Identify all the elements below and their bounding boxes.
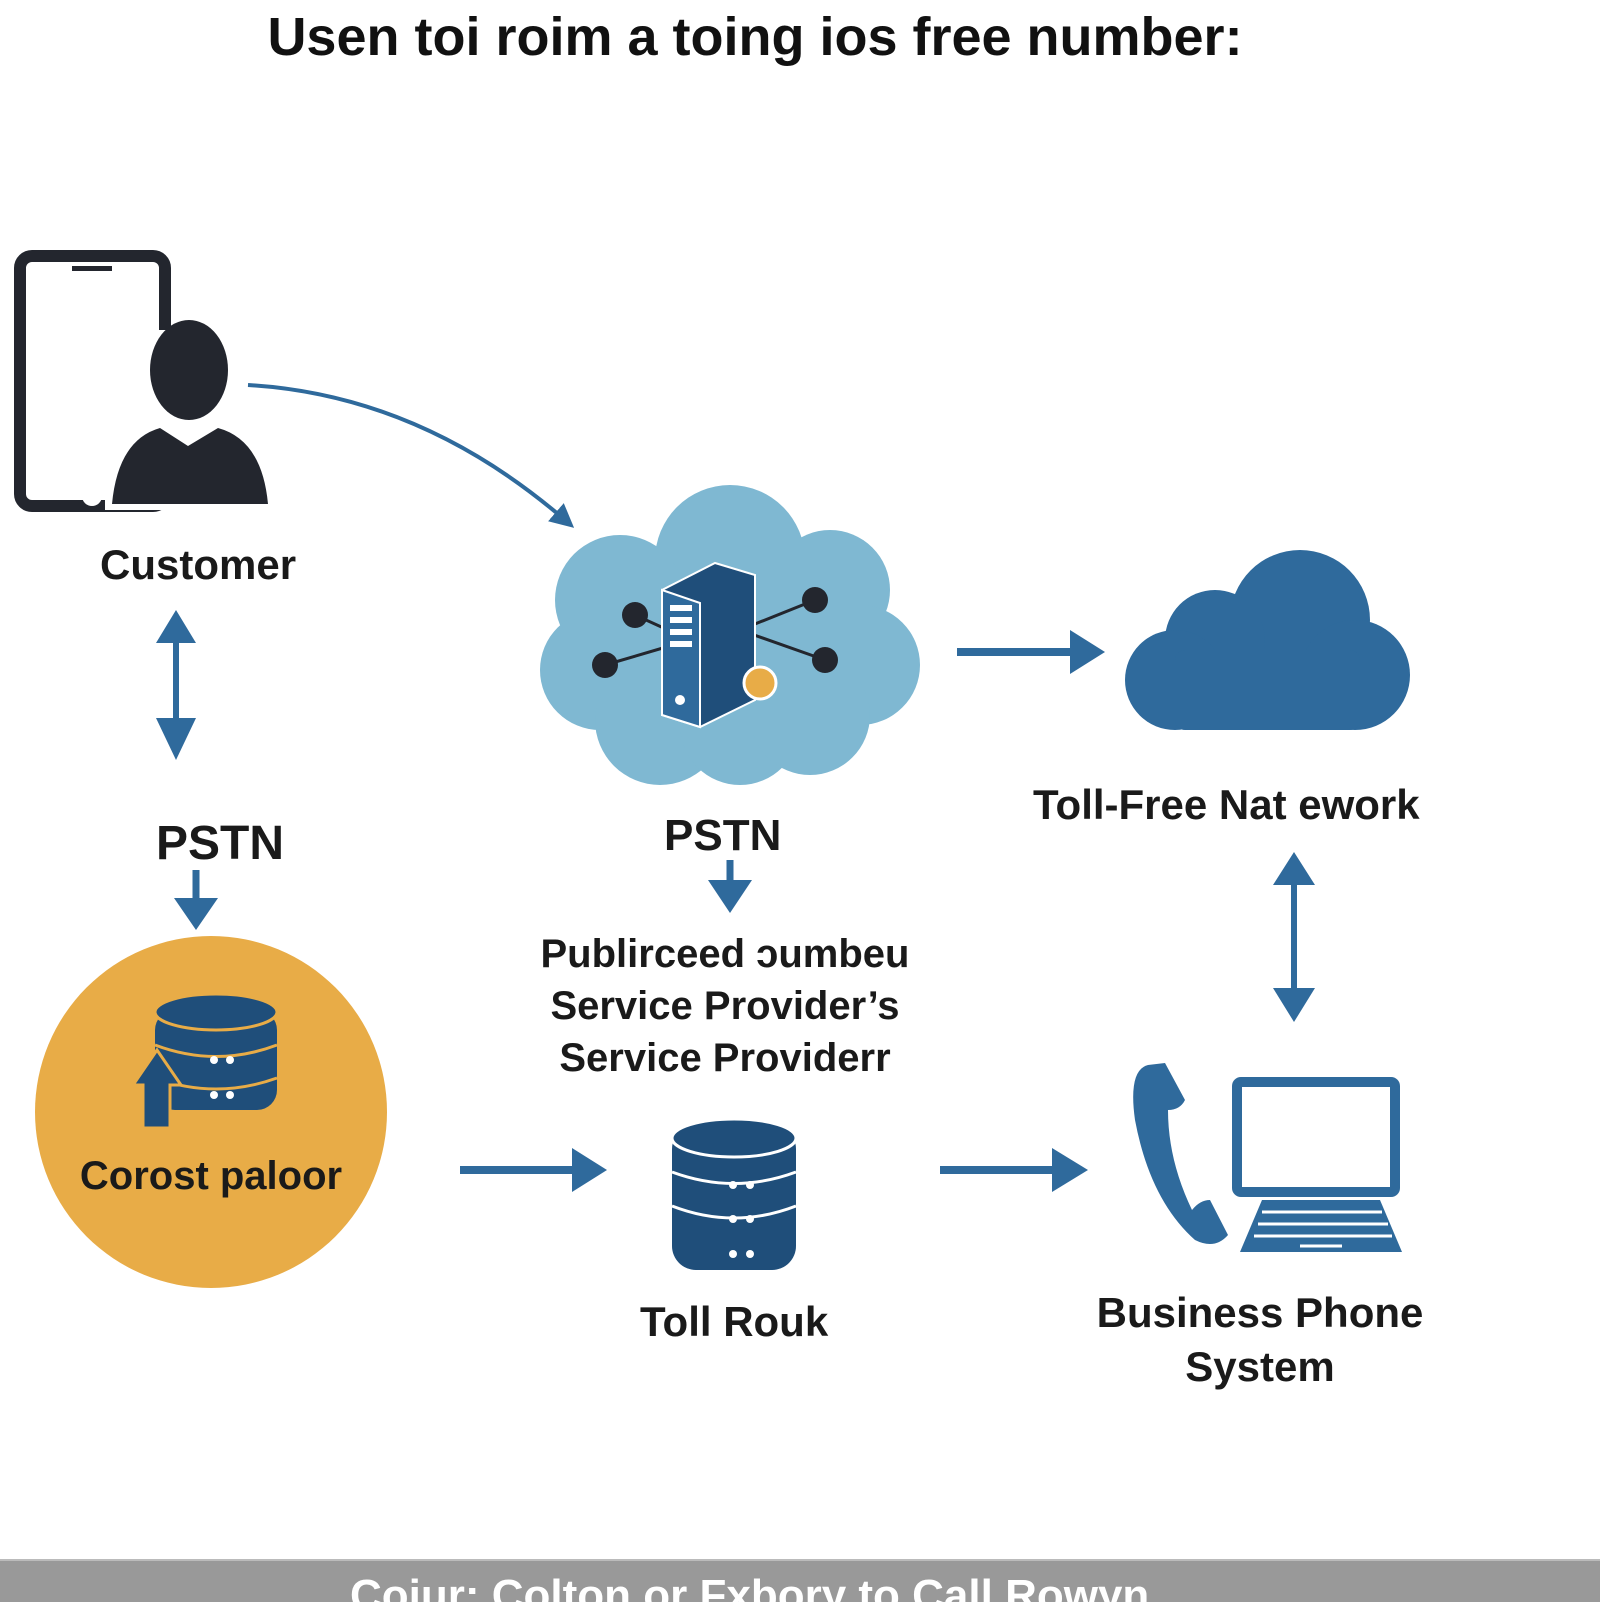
arrow-pstn-down-left — [174, 870, 218, 930]
cloud-icon — [1125, 550, 1410, 730]
upload-arrow-icon — [130, 1047, 184, 1130]
arrow-corost-to-tollrouk — [460, 1148, 607, 1192]
corost-paloor-node — [35, 936, 387, 1288]
arrow-customer-to-pstn — [247, 383, 575, 528]
footer-text: Coiur: Colton or Fxbory to Call Rowyn — [350, 1571, 1150, 1602]
arrow-tollfree-business-bidirectional — [1273, 852, 1315, 1022]
phone-handset-icon — [1133, 1063, 1228, 1244]
arrow-tollrouk-to-business — [940, 1148, 1088, 1192]
laptop-icon — [1232, 1077, 1402, 1252]
customer-label: Customer — [100, 541, 297, 588]
arrow-customer-pstn-bidirectional — [156, 610, 196, 760]
business-phone-line-1: Business Phone — [1096, 1289, 1424, 1336]
provider-line-2: Service Provider’s — [550, 984, 900, 1028]
pstn-left-label: PSTN — [156, 817, 285, 870]
provider-label: Publirceed ɔumbeu Service Provider’s Ser… — [510, 928, 940, 1084]
toll-free-network-label: Toll-Free Nat ework — [1033, 781, 1420, 828]
server-cloud-icon — [540, 485, 920, 785]
arrow-pstn-to-tollfree — [957, 630, 1105, 674]
provider-line-1: Publirceed ɔumbeu — [540, 932, 910, 976]
business-phone-label: Business Phone System — [1060, 1286, 1460, 1394]
toll-rouk-label: Toll Rouk — [640, 1298, 829, 1345]
person-icon — [105, 320, 275, 510]
business-phone-line-2: System — [1185, 1343, 1335, 1390]
corost-paloor-label: Corost paloor — [79, 1154, 343, 1198]
footer-bar: Coiur: Colton or Fxbory to Call Rowyn — [0, 1559, 1600, 1602]
database-icon — [153, 992, 279, 1110]
pstn-center-label: PSTN — [664, 811, 782, 860]
database-icon-toll-rouk — [670, 1117, 798, 1270]
provider-line-3: Service Providerr — [559, 1036, 891, 1080]
diagram-title: Usen toi roim a toing ios free number: — [267, 7, 1243, 67]
arrow-pstn-down-center — [708, 860, 752, 913]
